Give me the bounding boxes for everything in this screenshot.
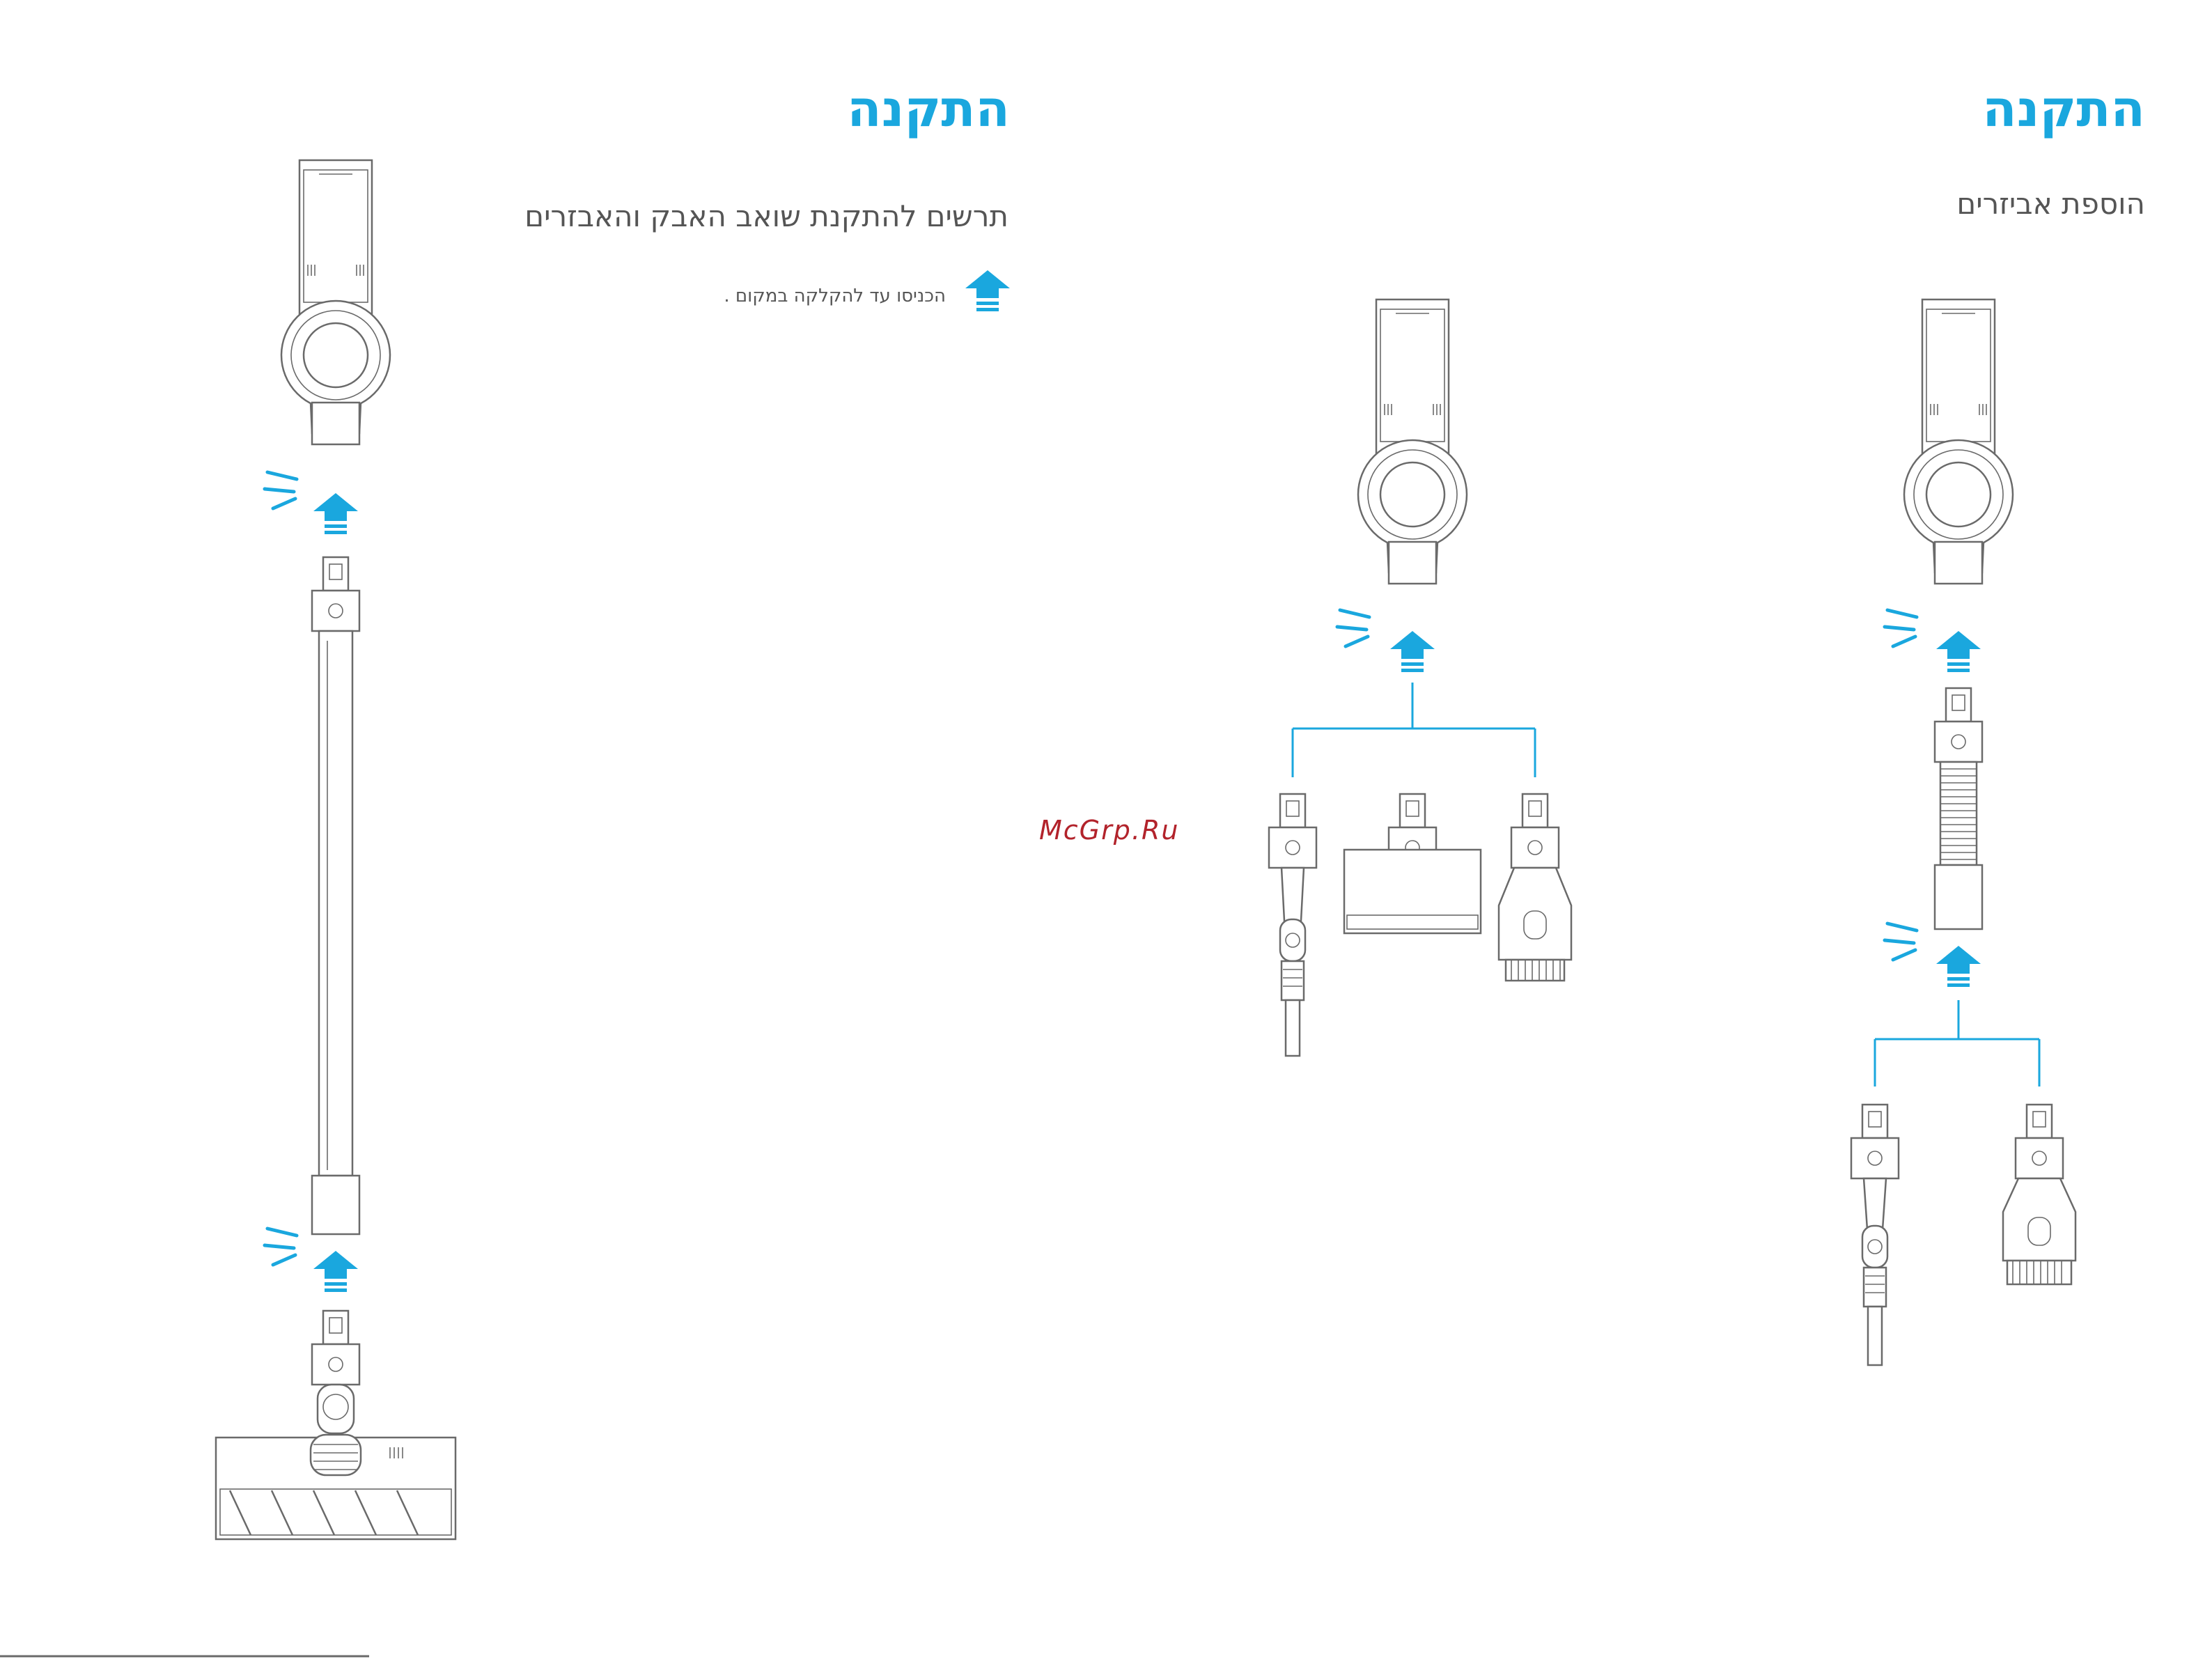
arrow-up-icon xyxy=(313,1251,358,1292)
arrow-up-icon xyxy=(965,270,1010,311)
click-sound-icon xyxy=(1885,610,1917,646)
accessories-column-a xyxy=(1269,299,1571,1056)
click-sound-icon xyxy=(265,1229,297,1265)
arrow-up-icon xyxy=(1390,631,1435,672)
main-assembly xyxy=(216,160,455,1539)
arrow-up-icon xyxy=(1936,631,1981,672)
accessories-column-b xyxy=(1851,299,2075,1365)
click-sound-icon xyxy=(265,472,297,508)
click-sound-icon xyxy=(1337,610,1369,646)
click-sound-icon xyxy=(1885,924,1917,960)
arrow-up-icon xyxy=(1936,946,1981,987)
arrow-up-icon xyxy=(313,493,358,534)
